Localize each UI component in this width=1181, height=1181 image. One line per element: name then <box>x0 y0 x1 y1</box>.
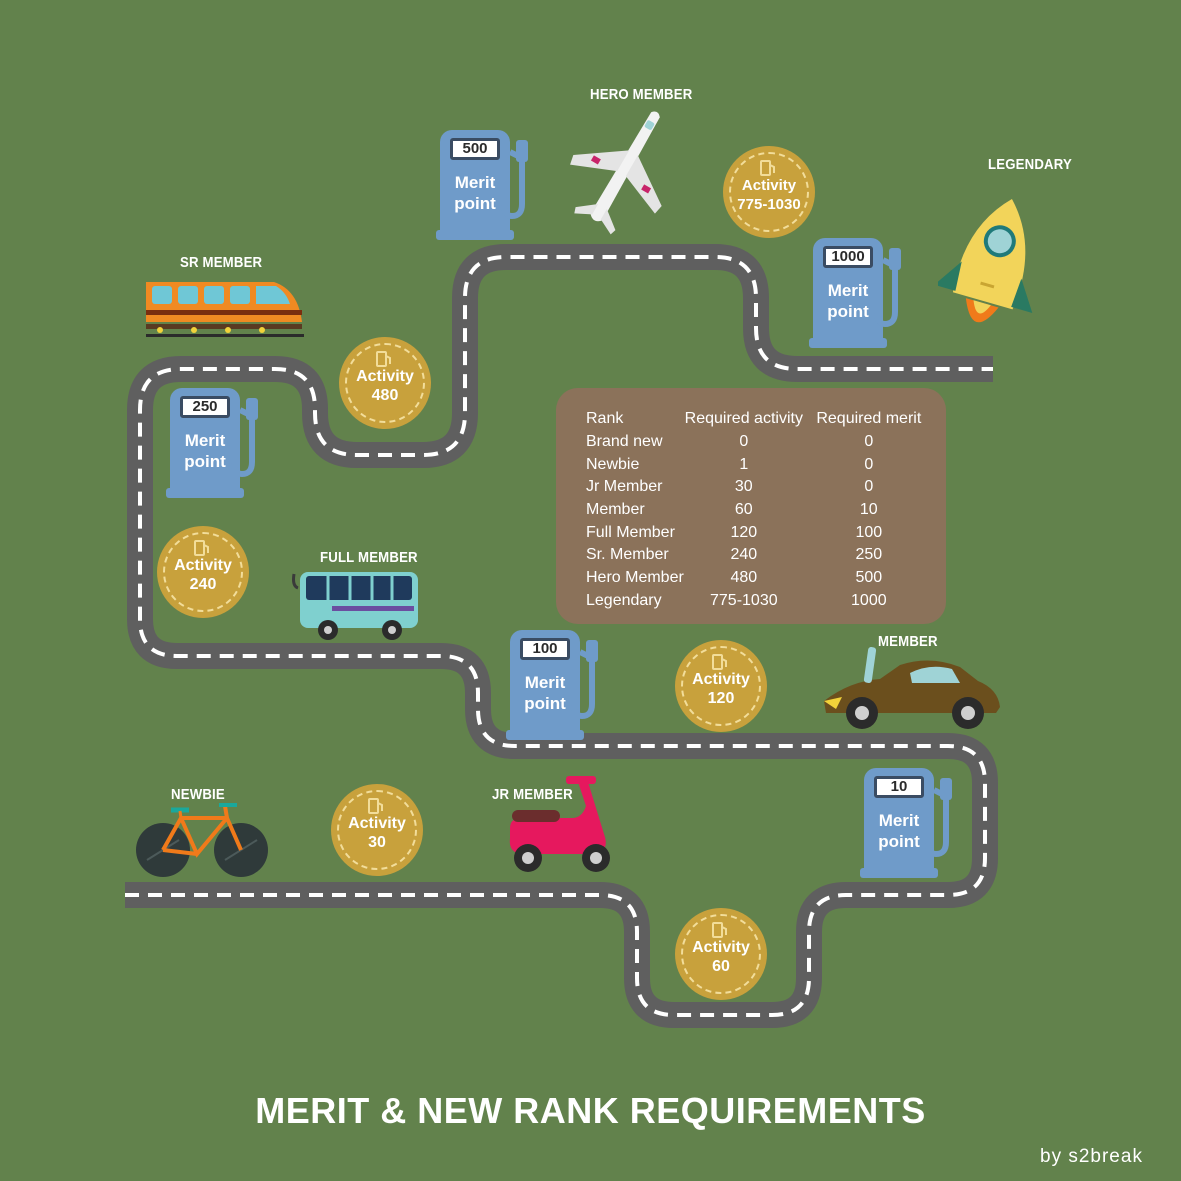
table-row: Brand new 0 0 <box>586 431 934 454</box>
cell-merit: 0 <box>864 433 874 451</box>
coin-value: 240 <box>189 576 217 593</box>
activity-coin-icon: Activity 775-1030 <box>723 146 815 238</box>
coin-label: Activity <box>692 671 750 688</box>
cell-rank: Member <box>586 501 645 519</box>
pump-label: point <box>454 194 496 213</box>
cell-activity: 0 <box>739 433 749 451</box>
table-row: Newbie 1 0 <box>586 453 934 476</box>
cell-rank: Newbie <box>586 455 640 473</box>
coin-label: Activity <box>356 368 414 385</box>
fuel-pump-icon: 250 Merit point <box>166 388 290 508</box>
cell-activity: 30 <box>734 478 753 496</box>
cell-rank: Hero Member <box>586 569 684 587</box>
rank-label-newbie: NEWBIE <box>171 786 225 803</box>
activity-coin-icon: Activity 120 <box>675 640 767 732</box>
pump-label: point <box>878 832 920 851</box>
column-header-merit: Required merit <box>816 410 922 428</box>
bus-icon <box>292 572 418 640</box>
column-header-rank: Rank <box>586 410 624 428</box>
rank-label-sr-member: SR MEMBER <box>180 254 263 271</box>
credit-text: by s2break <box>1040 1146 1143 1167</box>
rocket-icon <box>938 198 1033 323</box>
fuel-pump-icon: 100 Merit point <box>506 630 630 750</box>
pump-label: point <box>524 694 566 713</box>
pump-label: point <box>827 302 869 321</box>
pump-label: Merit <box>454 173 496 192</box>
cell-merit: 100 <box>855 523 883 541</box>
requirements-table: Rank Required activity Required merit Br… <box>556 388 946 624</box>
coin-value: 30 <box>368 834 386 851</box>
airplane-icon <box>570 111 662 235</box>
activity-coin-icon: Activity 60 <box>675 908 767 1000</box>
rank-label-full-member: FULL MEMBER <box>320 549 418 566</box>
cell-activity: 480 <box>730 569 758 587</box>
table-row: Member 60 10 <box>586 499 934 522</box>
pump-label: Merit <box>878 811 920 830</box>
coin-label: Activity <box>741 177 797 194</box>
cell-rank: Full Member <box>586 523 675 541</box>
pump-label: Merit <box>827 281 869 300</box>
coin-value: 120 <box>707 690 735 707</box>
cell-rank: Jr Member <box>586 478 663 496</box>
table-row: Sr. Member 240 250 <box>586 544 934 567</box>
cell-activity: 240 <box>730 546 758 564</box>
coin-value: 480 <box>371 387 399 404</box>
column-header-activity: Required activity <box>684 410 803 428</box>
pump-value: 10 <box>874 776 924 798</box>
activity-coin-icon: Activity 240 <box>157 526 249 618</box>
pump-value: 100 <box>520 638 570 660</box>
cell-rank: Legendary <box>586 591 662 609</box>
fuel-pump-icon: 500 Merit point <box>436 130 560 250</box>
pump-label: Merit <box>524 673 566 692</box>
pump-value: 250 <box>180 396 230 418</box>
coin-value: 775-1030 <box>737 196 801 213</box>
rank-label-member: MEMBER <box>878 633 938 650</box>
table-row: Hero Member 480 500 <box>586 567 934 590</box>
pump-label: point <box>184 452 226 471</box>
coin-value: 60 <box>712 958 730 975</box>
table-row: Jr Member 30 0 <box>586 476 934 499</box>
activity-coin-icon: Activity 30 <box>331 784 423 876</box>
table-header-row: Rank Required activity Required merit <box>586 408 934 431</box>
coin-label: Activity <box>348 815 406 832</box>
scooter-icon <box>509 776 610 872</box>
activity-coin-icon: Activity 480 <box>339 337 431 429</box>
fuel-pump-icon: 1000 Merit point <box>809 238 933 358</box>
cell-activity: 120 <box>730 523 758 541</box>
cell-merit: 0 <box>864 478 874 496</box>
pump-label: Merit <box>184 431 226 450</box>
cell-merit: 500 <box>855 569 883 587</box>
rank-label-hero-member: HERO MEMBER <box>590 86 693 103</box>
cell-merit: 250 <box>855 546 883 564</box>
cell-rank: Sr. Member <box>586 546 669 564</box>
cell-rank: Brand new <box>586 433 663 451</box>
cell-activity: 60 <box>734 501 753 519</box>
train-icon <box>146 282 304 337</box>
rank-label-legendary: LEGENDARY <box>988 156 1072 173</box>
pump-value: 500 <box>450 138 500 160</box>
cell-activity: 1 <box>739 455 749 473</box>
page-title: MERIT & NEW RANK REQUIREMENTS <box>255 1090 926 1131</box>
cell-merit: 1000 <box>851 591 887 609</box>
bicycle-icon <box>136 803 268 877</box>
car-icon <box>824 647 1000 729</box>
cell-merit: 0 <box>864 455 874 473</box>
coin-label: Activity <box>692 939 750 956</box>
fuel-pump-icon: 10 Merit point <box>860 768 984 888</box>
rank-label-jr-member: JR MEMBER <box>492 786 573 803</box>
table-row: Full Member 120 100 <box>586 521 934 544</box>
cell-activity: 775-1030 <box>710 591 778 609</box>
cell-merit: 10 <box>859 501 878 519</box>
table-row: Legendary 775-1030 1000 <box>586 590 934 613</box>
coin-label: Activity <box>174 557 232 574</box>
pump-value: 1000 <box>823 246 873 268</box>
